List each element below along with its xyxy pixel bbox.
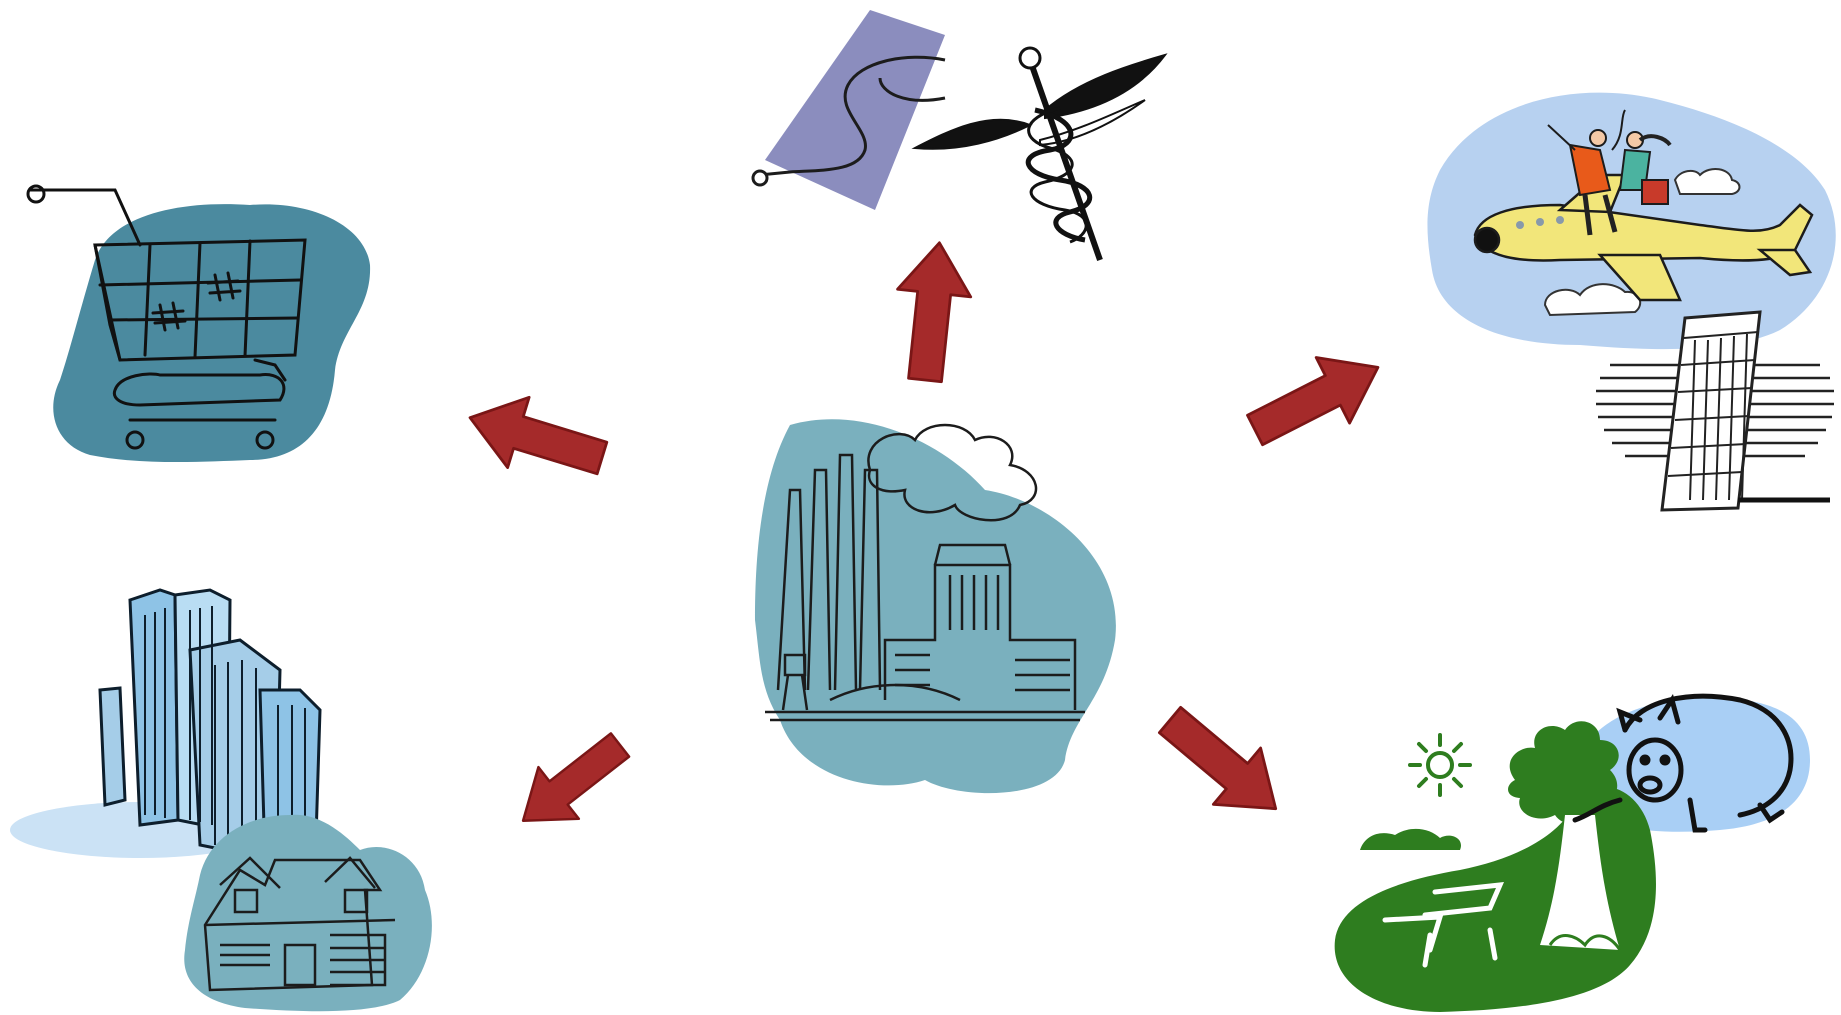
buildings-house-icon [10,590,432,1011]
arrow-to-savings [1146,692,1299,837]
shopping-cart-icon [28,186,370,462]
arrow-to-travel [1238,335,1394,463]
airplane-travel-icon [1427,93,1835,510]
factory-icon [755,419,1116,793]
caduceus-stethoscope-icon [753,10,1165,260]
arrow-to-healthcare [888,239,976,384]
arrow-to-housing [503,719,640,846]
piggy-bank-park-icon [1335,696,1810,1012]
arrow-to-shopping [459,382,612,493]
